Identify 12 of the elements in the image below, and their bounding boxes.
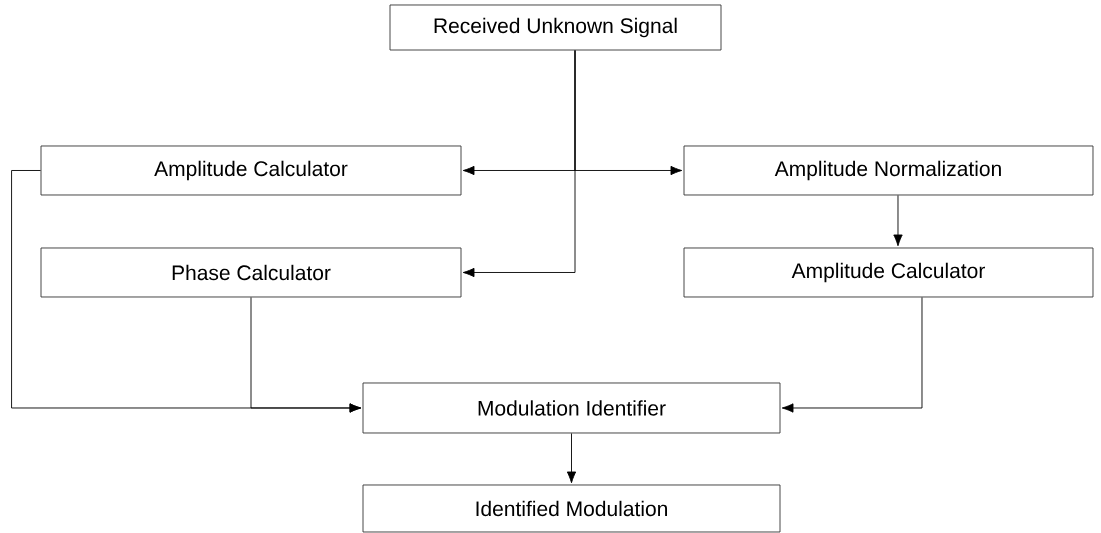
arrow (781, 297, 923, 413)
process-box: Modulation Identifier (362, 382, 781, 434)
arrow (893, 195, 903, 247)
process-box: Received Unknown Signal (389, 4, 722, 51)
arrow (566, 433, 577, 484)
arrow (250, 297, 362, 413)
process-box: Identified Modulation (362, 484, 781, 533)
process-box: Amplitude Calculator (683, 247, 1094, 298)
arrow (462, 50, 576, 278)
process-box: Phase Calculator (40, 247, 462, 298)
process-box: Amplitude Normalization (683, 145, 1094, 196)
process-box: Amplitude Calculator (40, 145, 462, 196)
